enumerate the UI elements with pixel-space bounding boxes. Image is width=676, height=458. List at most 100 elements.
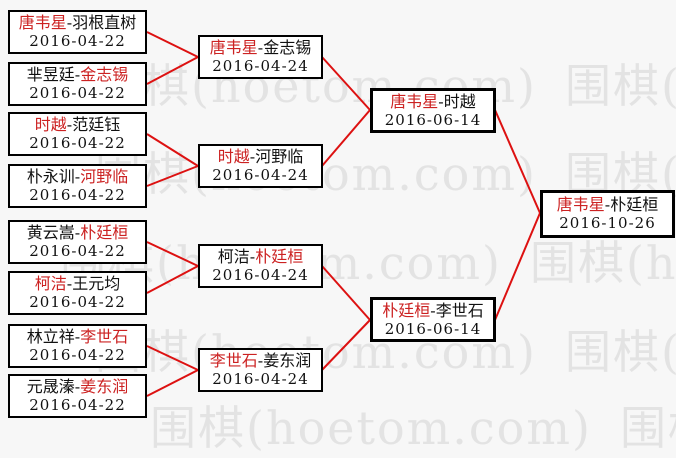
match-date: 2016-04-24 bbox=[212, 166, 309, 184]
match-players: 元晟溱-姜东润 bbox=[27, 377, 128, 396]
match-box-qf-3: 柯洁-朴廷桓 2016-04-24 bbox=[198, 244, 323, 288]
connector-line bbox=[146, 165, 199, 187]
bracket-connectors bbox=[146, 31, 541, 397]
match-date: 2016-06-14 bbox=[384, 319, 482, 338]
separator: - bbox=[74, 65, 81, 84]
player-winner: 唐韦星 bbox=[556, 195, 605, 214]
match-date: 2016-04-22 bbox=[29, 186, 126, 204]
match-players: 芈昱廷-金志锡 bbox=[27, 65, 128, 84]
match-box-r16-4: 朴永训-河野临 2016-04-22 bbox=[8, 164, 147, 208]
match-box-qf-4: 李世石-姜东润 2016-04-24 bbox=[198, 348, 323, 392]
player-loser: 羽根直树 bbox=[72, 13, 137, 32]
connector-line bbox=[146, 369, 199, 397]
player-loser: 时越 bbox=[443, 91, 476, 111]
match-box-r16-6: 柯洁-王元均 2016-04-22 bbox=[8, 271, 147, 315]
match-date: 2016-04-22 bbox=[29, 346, 126, 364]
separator: - bbox=[249, 247, 256, 266]
match-box-r16-3: 时越-范廷钰 2016-04-22 bbox=[8, 112, 147, 156]
match-players: 朴廷桓-李世石 bbox=[382, 301, 483, 320]
match-box-r16-1: 唐韦星-羽根直树 2016-04-22 bbox=[8, 10, 147, 54]
match-players: 唐韦星-时越 bbox=[390, 92, 475, 111]
match-players: 时越-范廷钰 bbox=[35, 115, 120, 134]
player-loser: 林立祥 bbox=[26, 327, 75, 346]
match-players: 朴永训-河野临 bbox=[27, 167, 128, 186]
match-box-r16-5: 黄云嵩-朴廷桓 2016-04-22 bbox=[8, 220, 147, 264]
player-winner: 李世石 bbox=[80, 327, 129, 346]
separator: - bbox=[74, 167, 81, 186]
player-loser: 李世石 bbox=[435, 300, 484, 320]
match-box-qf-1: 唐韦星-金志锡 2016-04-24 bbox=[198, 35, 323, 79]
match-players: 唐韦星-羽根直树 bbox=[19, 13, 136, 32]
connector-line bbox=[146, 133, 199, 167]
player-winner: 时越 bbox=[217, 147, 250, 166]
separator: - bbox=[74, 327, 81, 346]
player-loser: 金志锡 bbox=[263, 38, 312, 57]
separator: - bbox=[74, 223, 81, 242]
separator: - bbox=[66, 274, 73, 293]
connector-line bbox=[146, 345, 199, 371]
player-winner: 时越 bbox=[34, 115, 67, 134]
player-loser: 朴廷桓 bbox=[610, 195, 659, 214]
match-box-final: 唐韦星-朴廷桓 2016-10-26 bbox=[540, 190, 675, 238]
player-loser: 河野临 bbox=[255, 147, 304, 166]
match-date: 2016-04-22 bbox=[29, 134, 126, 152]
connector-line bbox=[494, 109, 541, 214]
separator: - bbox=[249, 147, 256, 166]
match-date: 2016-04-22 bbox=[29, 242, 126, 260]
player-winner: 朴廷桓 bbox=[80, 223, 129, 242]
connector-line bbox=[321, 265, 371, 321]
separator: - bbox=[257, 38, 264, 57]
match-players: 时越-河野临 bbox=[218, 147, 303, 166]
connector-line bbox=[146, 31, 199, 58]
player-winner: 李世石 bbox=[209, 351, 258, 370]
match-date: 2016-04-22 bbox=[29, 32, 126, 50]
player-winner: 唐韦星 bbox=[209, 38, 258, 57]
separator: - bbox=[430, 300, 436, 320]
separator: - bbox=[438, 91, 444, 111]
connector-line bbox=[494, 212, 541, 321]
match-box-r16-2: 芈昱廷-金志锡 2016-04-22 bbox=[8, 62, 147, 106]
player-winner: 朴廷桓 bbox=[382, 300, 431, 320]
match-players: 林立祥-李世石 bbox=[27, 327, 128, 346]
connector-line bbox=[146, 56, 199, 85]
match-date: 2016-04-24 bbox=[212, 57, 309, 75]
separator: - bbox=[74, 377, 81, 396]
match-date: 2016-04-22 bbox=[29, 293, 126, 311]
player-winner: 朴廷桓 bbox=[255, 247, 304, 266]
separator: - bbox=[257, 351, 264, 370]
player-winner: 唐韦星 bbox=[390, 91, 439, 111]
player-winner: 金志锡 bbox=[80, 65, 129, 84]
player-loser: 朴永训 bbox=[26, 167, 75, 186]
separator: - bbox=[66, 115, 73, 134]
separator: - bbox=[66, 13, 73, 32]
match-box-qf-2: 时越-河野临 2016-04-24 bbox=[198, 144, 323, 188]
player-loser: 范廷钰 bbox=[72, 115, 121, 134]
player-loser: 芈昱廷 bbox=[26, 65, 75, 84]
match-box-r16-8: 元晟溱-姜东润 2016-04-22 bbox=[8, 374, 147, 418]
match-players: 柯洁-王元均 bbox=[35, 274, 120, 293]
connector-line bbox=[321, 109, 371, 167]
player-loser: 王元均 bbox=[72, 274, 121, 293]
match-date: 2016-04-22 bbox=[29, 84, 126, 102]
player-winner: 唐韦星 bbox=[18, 13, 67, 32]
match-box-r16-7: 林立祥-李世石 2016-04-22 bbox=[8, 324, 147, 368]
match-date: 2016-10-26 bbox=[559, 214, 656, 232]
match-date: 2016-04-24 bbox=[212, 266, 309, 284]
match-players: 柯洁-朴廷桓 bbox=[218, 247, 303, 266]
player-winner: 柯洁 bbox=[34, 274, 67, 293]
player-winner: 河野临 bbox=[80, 167, 129, 186]
separator: - bbox=[604, 195, 611, 214]
match-date: 2016-04-22 bbox=[29, 396, 126, 414]
player-loser: 柯洁 bbox=[217, 247, 250, 266]
player-loser: 姜东润 bbox=[263, 351, 312, 370]
player-loser: 黄云嵩 bbox=[26, 223, 75, 242]
match-date: 2016-06-14 bbox=[384, 110, 482, 129]
connector-line bbox=[146, 265, 199, 294]
player-loser: 元晟溱 bbox=[26, 377, 75, 396]
connector-line bbox=[321, 56, 371, 111]
match-players: 唐韦星-金志锡 bbox=[210, 38, 311, 57]
connector-line bbox=[321, 319, 371, 371]
match-players: 黄云嵩-朴廷桓 bbox=[27, 223, 128, 242]
match-box-sf-2: 朴廷桓-李世石 2016-06-14 bbox=[370, 297, 496, 342]
connector-line bbox=[146, 241, 199, 267]
